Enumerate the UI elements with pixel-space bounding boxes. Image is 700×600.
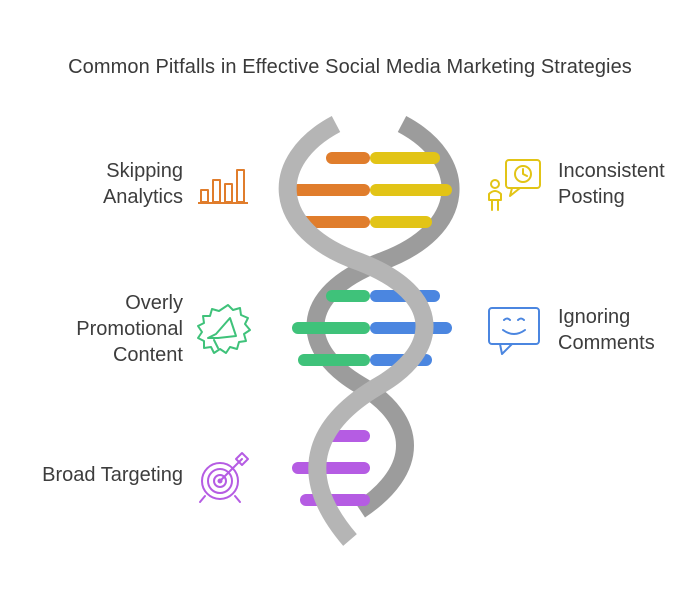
- label-ignoring-comments: Ignoring Comments: [558, 306, 655, 354]
- rung-orange-1: [326, 152, 370, 164]
- rung-yellow-2: [370, 184, 452, 196]
- megaphone-icon: [197, 304, 251, 354]
- bar-chart-icon: [198, 169, 248, 204]
- page-title: Common Pitfalls in Effective Social Medi…: [68, 56, 632, 78]
- rung-green-3: [298, 354, 370, 366]
- clock-schedule-icon: [488, 159, 541, 211]
- rung-orange-3: [298, 216, 370, 228]
- rung-blue-2: [370, 322, 452, 334]
- rung-green-2: [292, 322, 370, 334]
- target-icon: [199, 452, 249, 503]
- helix-front-strand: [278, 116, 434, 546]
- rung-yellow-1: [370, 152, 440, 164]
- smiley-comment-icon: [488, 307, 540, 355]
- rungs-analytics-posting: [292, 152, 452, 228]
- label-overly-promotional-content: Overly Promotional Content: [76, 292, 183, 366]
- label-inconsistent-posting: Inconsistent Posting: [558, 160, 665, 208]
- rung-yellow-3: [370, 216, 432, 228]
- label-skipping-analytics: Skipping Analytics: [102, 160, 183, 208]
- rung-purple-2: [292, 462, 370, 474]
- rung-green-1: [326, 290, 370, 302]
- label-broad-targeting: Broad Targeting: [42, 464, 183, 486]
- rung-orange-2: [292, 184, 370, 196]
